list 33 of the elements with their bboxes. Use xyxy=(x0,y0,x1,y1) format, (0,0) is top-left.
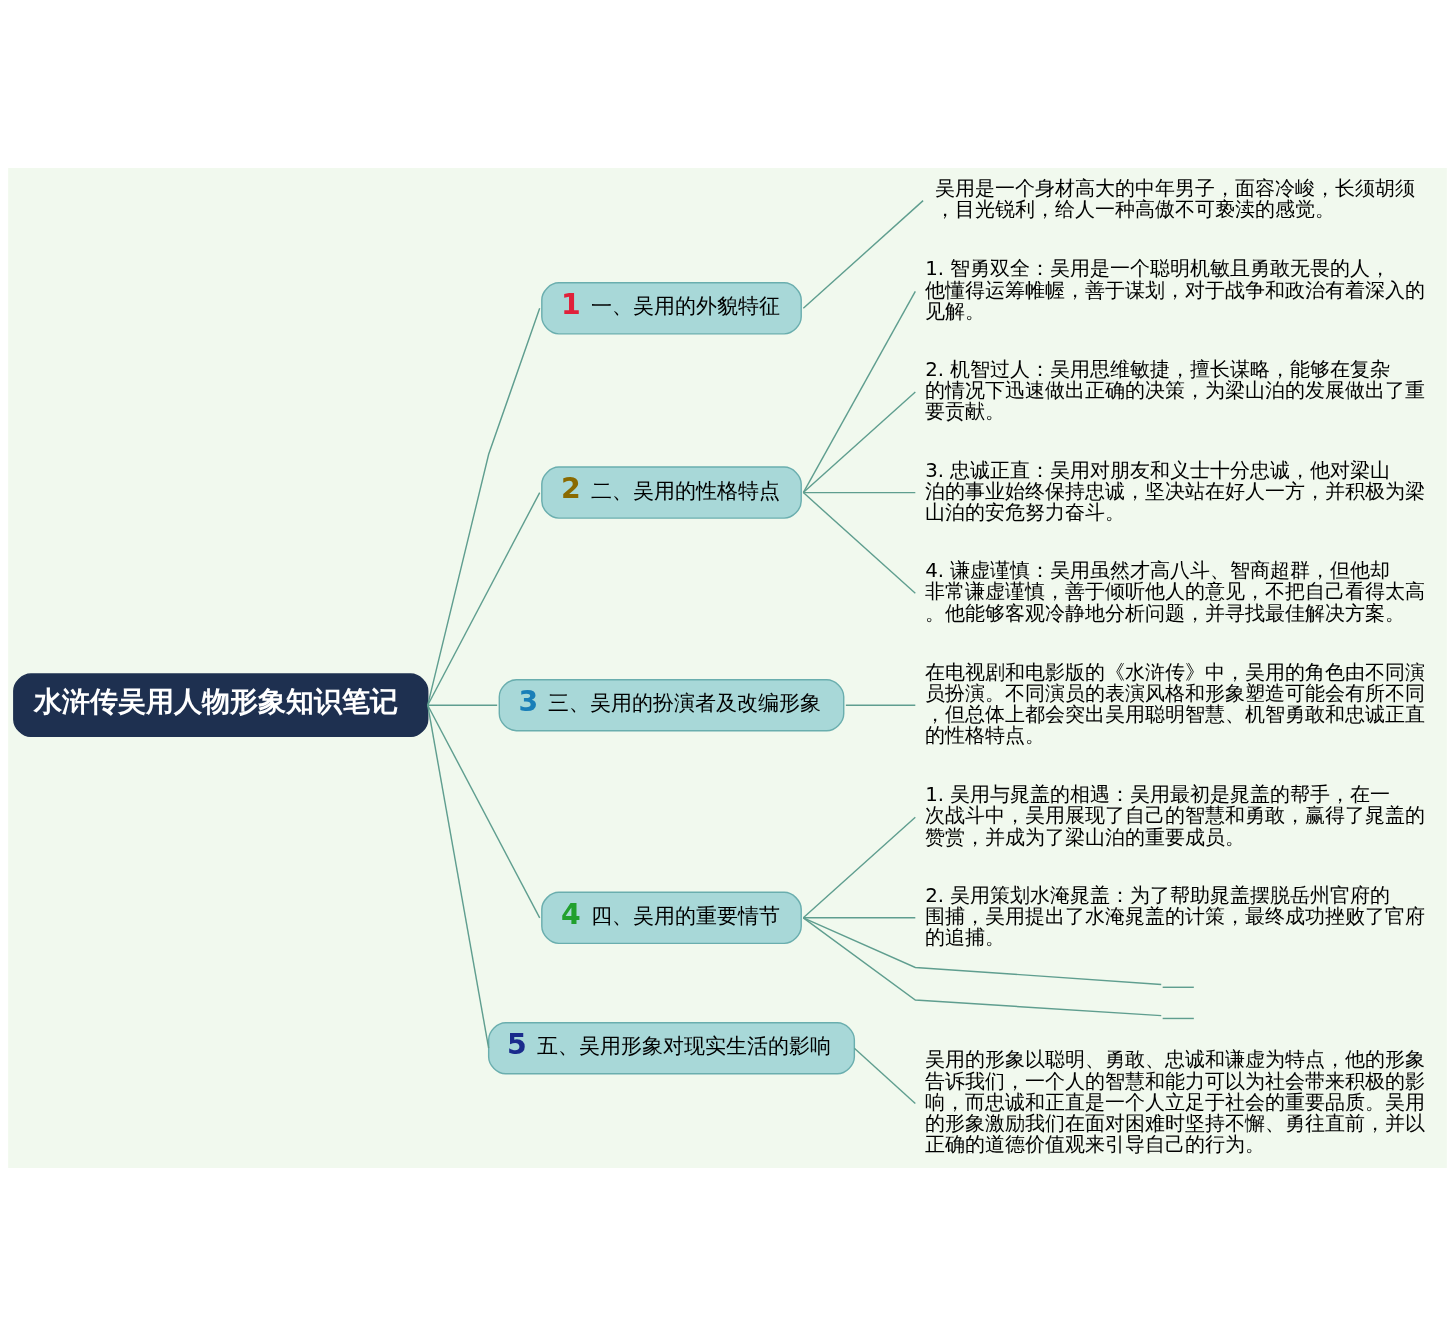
node-text: 1. 吴用与晁盖的相遇：吴用最初是晁盖的帮手，在一次战斗中，吴用展现了自己的智慧和勇敢，赢得了晁盖的赞赏，并成为了梁山泊的重要成员。 xyxy=(925,782,1426,849)
connector xyxy=(802,491,916,493)
connector xyxy=(427,491,541,706)
node-text: 吴用是一个身材高大的中年男子，面容冷峻，长须胡须，目光锐利，给人一种高傲不可亵渎的感觉。 xyxy=(935,176,1416,221)
node-text: 在电视剧和电影版的《水浒传》中，吴用的角色由不同演员扮演。不同演员的表演风格和形象塑造可能会有所不同，但总体上都会突出吴用聪明智慧、机智勇敢和忠诚正直的性格特点。 xyxy=(925,660,1426,747)
node-text: 2. 吴用策划水淹晁盖：为了帮助晁盖摆脱岳州官府的围捕，吴用提出了水淹晁盖的计策，最终成功挫败了官府的追捕。 xyxy=(925,883,1426,949)
connector xyxy=(802,390,916,493)
connector xyxy=(802,916,916,919)
connector xyxy=(427,307,541,706)
connector xyxy=(853,1047,916,1104)
node-text: 吴用的形象以聪明、勇敢、忠诚和谦虚为特点，他的形象告诉我们，一个人的智慧和能力可以为社会带来积极的影响，而忠诚和正直是一个人立足于社会的重要品质。吴用的形象激励我们在面对困难时坚持不懈、勇往直前，并以正确的道德价值观来引导自己的行为。 xyxy=(925,1047,1426,1156)
node-line xyxy=(1161,1017,1195,1019)
connector xyxy=(802,199,924,309)
connector xyxy=(427,704,490,1049)
node-box: 2 二、吴用的性格特点 xyxy=(541,465,802,519)
connector xyxy=(427,704,541,919)
node-text: 2. 机智过人：吴用思维敏捷，擅长谋略，能够在复杂的情况下迅速做出正确的决策，为梁山泊的发展做出了重要贡献。 xyxy=(925,357,1426,423)
connector xyxy=(802,815,916,919)
node-box: 3 三、吴用的扮演者及改编形象 xyxy=(498,678,845,731)
node-box: 4 四、吴用的重要情节 xyxy=(541,891,802,944)
connector xyxy=(802,491,916,594)
node-line xyxy=(1161,986,1195,988)
connector xyxy=(802,290,916,493)
node-box: 水浒传吴用人物形象知识笔记 xyxy=(13,672,429,737)
connector xyxy=(427,704,498,706)
node-text: 1. 智勇双全：吴用是一个聪明机敏且勇敢无畏的人，他懂得运筹帷幄，善于谋划，对于战争和政治有着深入的见解。 xyxy=(925,256,1426,323)
node-text: 4. 谦虚谨慎：吴用虽然才高八斗、智商超群，但他却非常谦虚谨慎，善于倾听他人的意见，不把自己看得太高。他能够客观冷静地分析问题，并寻找最佳解决方案。 xyxy=(925,558,1426,625)
connector xyxy=(802,916,1162,985)
node-text: 3. 忠诚正直：吴用对朋友和义士十分忠诚，他对梁山泊的事业始终保持忠诚，坚决站在好人一方，并积极为梁山泊的安危努力奋斗。 xyxy=(925,458,1426,524)
connector xyxy=(845,704,916,706)
node-box: 1 一、吴用的外貌特征 xyxy=(541,281,802,335)
connector xyxy=(802,916,1162,1016)
node-box: 5 五、吴用形象对现实生活的影响 xyxy=(487,1021,856,1074)
